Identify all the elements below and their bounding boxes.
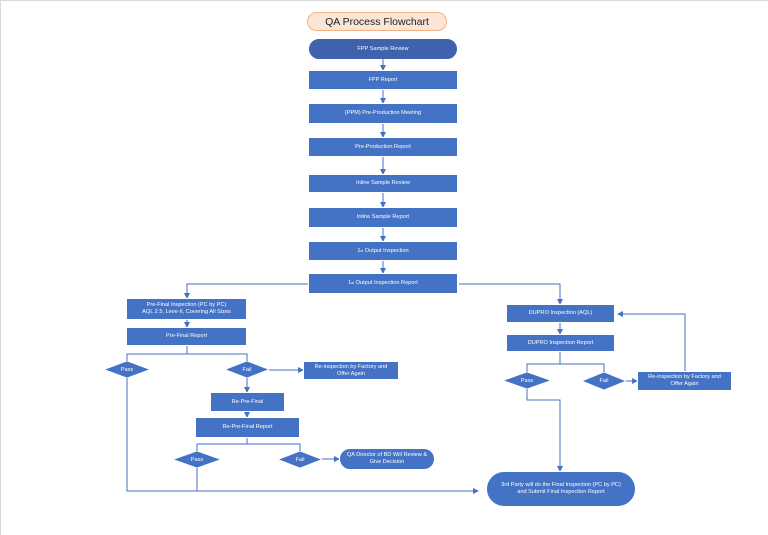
decision-fail-1: Fail	[225, 361, 269, 378]
decision-fail-2: Fail	[278, 451, 322, 468]
step-pre-final-report: Pre-Final Report	[126, 327, 247, 346]
connector-dupro-report-to-decisions	[526, 352, 605, 372]
step-dupro-report: DUPRO Inspection Report	[506, 334, 615, 352]
decision-pass-2-label: Pass	[190, 456, 204, 463]
first-output-report-ordinal-suffix: st	[351, 281, 355, 285]
decision-pass-1: Pass	[104, 361, 150, 378]
step-third-party-final-inspection: 3rd Party will do the Final Inspection (…	[486, 471, 636, 507]
first-output-label: Output Inspection	[363, 247, 409, 254]
step-fpp-report: FPP Report	[308, 70, 458, 90]
connector-pass1-to-final	[126, 378, 479, 494]
step-inline-sample-review: Inline Sample Review	[308, 174, 458, 193]
decision-right-fail-label: Fail	[599, 378, 609, 384]
decision-fail-1-label: Fail	[242, 366, 252, 373]
step-dupro-inspection: DUPRO Inspection (AQL)	[506, 304, 615, 323]
first-output-report-ordinal: 1	[348, 280, 352, 286]
connector-output-report-to-prefinal	[184, 283, 308, 299]
first-output-ordinal-suffix: st	[360, 248, 364, 253]
step-re-pre-final-report: Re-Pre-Final Report	[195, 417, 300, 438]
step-ppm-meeting: (PPM) Pre-Production Meeting	[308, 103, 458, 124]
step-reinspection-left: Re-inspection by Factory and Offer Again	[303, 361, 399, 380]
first-output-report-label: Output Inspection Report	[354, 280, 418, 286]
decision-pass-2: Pass	[173, 451, 221, 468]
frame-top-border	[0, 0, 768, 1]
decision-right-pass: Pass	[503, 372, 551, 389]
connector-re-pre-final-report-to-decisions	[196, 438, 301, 451]
flowchart-title: QA Process Flowchart	[307, 12, 447, 31]
connector-right-reinspection-loop	[617, 311, 686, 371]
step-reinspection-right: Re-inspection by Factory and Offer Again	[637, 371, 732, 391]
frame-left-border	[0, 0, 1, 535]
connector-prefinal-report-to-decisions	[126, 346, 248, 361]
connector-output-report-to-dupro	[459, 283, 563, 305]
step-pre-final-inspection: Pre-Final Inspection (PC by PC) AQL 2.5,…	[126, 298, 247, 320]
decision-pass-1-label: Pass	[120, 366, 134, 373]
step-fpp-sample-review: FPP Sample Review	[309, 39, 457, 59]
decision-right-fail: Fail	[582, 372, 626, 390]
connector-right-pass-to-final	[526, 389, 563, 472]
decision-fail-2-label: Fail	[295, 456, 305, 463]
step-pre-production-report: Pre-Production Report	[308, 137, 458, 157]
first-output-ordinal: 1	[357, 247, 361, 254]
step-inline-sample-report: Inline Sample Report	[308, 207, 458, 228]
decision-right-pass-label: Pass	[520, 377, 534, 384]
step-re-pre-final: Re-Pre-Final	[210, 392, 285, 412]
step-qa-director-review: QA Director of BD Will Review & Give Dec…	[339, 448, 435, 470]
